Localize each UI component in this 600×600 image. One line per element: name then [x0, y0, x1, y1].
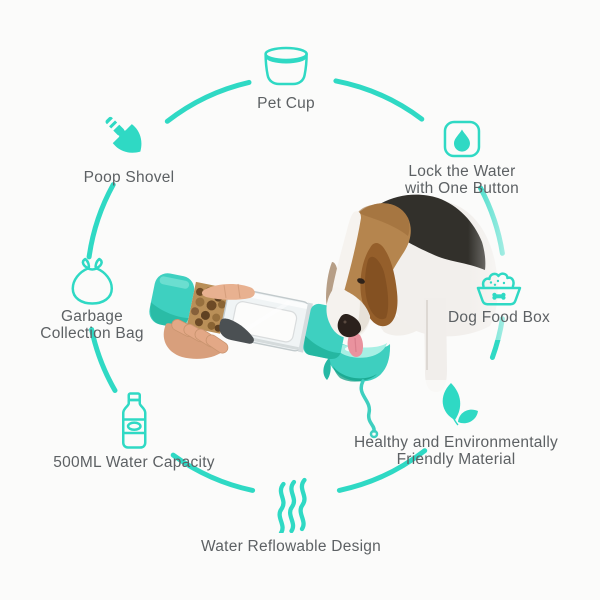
eco-leaves-icon — [429, 380, 483, 428]
feature-label: with One Button — [404, 180, 520, 197]
feature-water-capacity: 500ML Water Capacity — [53, 392, 215, 471]
feature-label: Dog Food Box — [447, 309, 551, 326]
dog-food-bowl-icon — [475, 262, 523, 306]
feature-label: Collection Bag — [40, 325, 144, 342]
feature-label: Pet Cup — [257, 95, 315, 112]
feature-label: Garbage — [60, 308, 124, 325]
feature-lock-the-water: Lock the Water with One Button — [405, 119, 519, 197]
holding-hand — [163, 283, 255, 359]
ring-arc — [478, 185, 505, 256]
water-flow-waves-icon — [271, 477, 311, 533]
feature-garbage-bag: Garbage Collection Bag — [40, 256, 143, 342]
pet-water-bottle — [149, 273, 348, 360]
feature-label: Healthy and Environmentally — [353, 434, 559, 451]
garbage-bag-icon — [69, 256, 115, 306]
beagle-head — [326, 203, 411, 357]
feature-pet-cup: Pet Cup — [257, 45, 315, 112]
kibble — [191, 287, 226, 332]
feature-label: Water Reflowable Design — [200, 538, 382, 555]
drinking-bowl — [323, 326, 391, 382]
feature-poop-shovel: Poop Shovel — [84, 114, 175, 186]
water-bottle-icon — [119, 392, 149, 452]
poop-shovel-icon — [103, 114, 155, 166]
ring-arc — [164, 79, 252, 124]
feature-label: Poop Shovel — [83, 169, 175, 186]
bone-glyph — [492, 292, 506, 300]
feature-dog-food-box: Dog Food Box — [448, 262, 550, 326]
feature-label: 500ML Water Capacity — [53, 454, 215, 471]
feature-healthy-material: Healthy and Environmentally Friendly Mat… — [354, 380, 558, 468]
pet-cup-icon — [262, 45, 310, 87]
feature-label: Friendly Material — [396, 451, 516, 468]
ring-arc — [333, 78, 425, 122]
water-drop-lock-button-icon — [442, 119, 482, 159]
ring-arc — [86, 182, 116, 260]
feature-water-reflowable: Water Reflowable Design — [201, 477, 381, 555]
feature-label: Lock the Water — [408, 163, 516, 180]
